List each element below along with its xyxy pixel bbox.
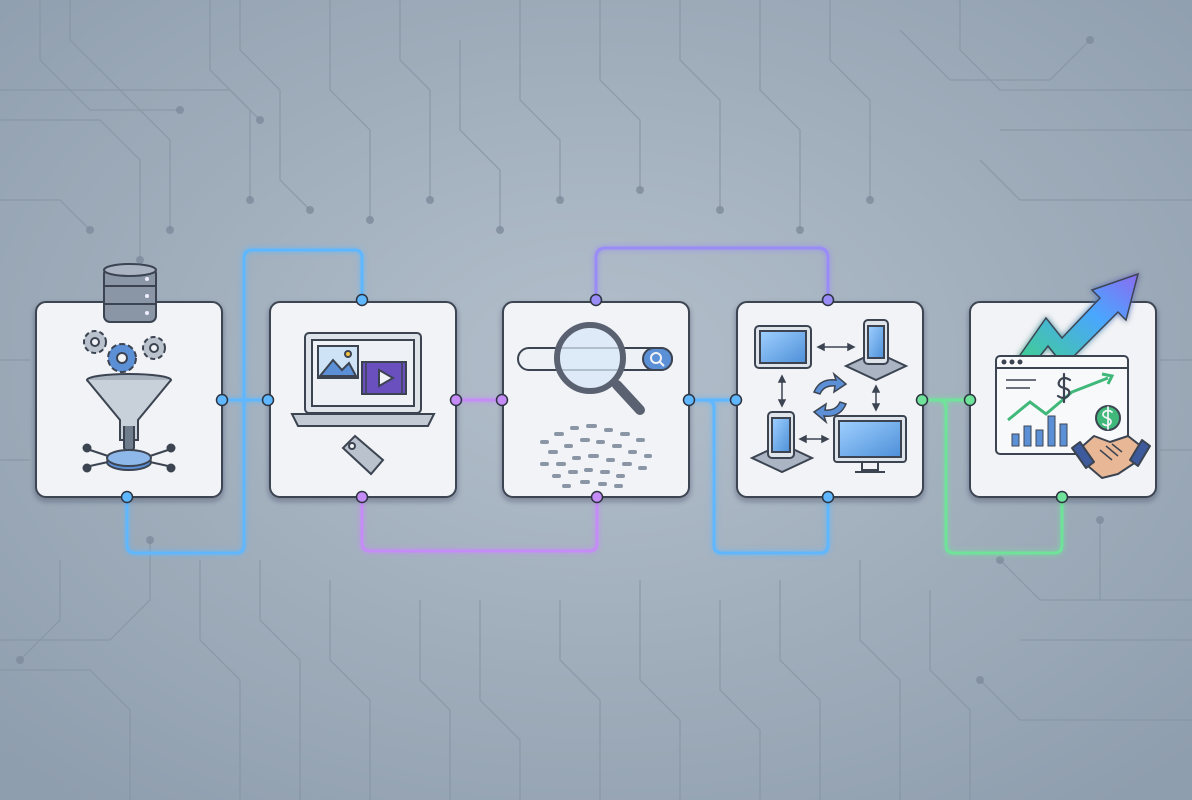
connector-node — [449, 393, 463, 407]
stage-card-business-growth — [969, 272, 1157, 498]
handshake-icon — [1071, 435, 1151, 479]
tag-icon — [341, 434, 385, 476]
image-icon — [317, 345, 359, 379]
connector-node — [355, 293, 369, 307]
connector-node — [915, 393, 929, 407]
link-4-5-loop — [937, 398, 1064, 555]
connector-node — [590, 490, 604, 504]
stage-card-cross-device-sync — [736, 301, 924, 498]
link-3-4-loop — [594, 246, 830, 300]
connector-node — [682, 393, 696, 407]
sync-arrows — [777, 342, 881, 444]
dashboard-icon — [995, 355, 1129, 455]
connector-node — [495, 393, 509, 407]
monitor-icon — [833, 415, 907, 473]
circuit-pads — [16, 36, 1104, 684]
connector-node — [120, 490, 134, 504]
database-icon — [103, 263, 157, 323]
dollar-coin-glyph — [1102, 406, 1113, 430]
connector-node — [355, 490, 369, 504]
data-cloud-icon — [540, 424, 652, 488]
magnifier-icon — [554, 322, 645, 415]
link-1-2-loop — [125, 248, 364, 555]
tablet-icon — [754, 325, 812, 369]
stage-card-data-ingestion — [35, 263, 223, 498]
video-icon — [361, 361, 407, 395]
link-4-loop — [705, 398, 830, 555]
connector-node — [1055, 490, 1069, 504]
connections — [125, 246, 1064, 555]
connector-nodes — [120, 293, 1069, 504]
phone-icon — [749, 411, 815, 474]
connector-node — [215, 393, 229, 407]
phone-icon — [843, 319, 909, 382]
funnel-icon — [86, 373, 172, 458]
growth-arrow-icon — [1016, 272, 1140, 368]
dollar-sign-glyph — [1056, 372, 1072, 404]
connector-node — [261, 393, 275, 407]
connector-node — [729, 393, 743, 407]
dollar-icon — [1056, 372, 1121, 431]
gears-icon — [83, 330, 166, 373]
connector-node — [821, 293, 835, 307]
connector-node — [963, 393, 977, 407]
connector-node — [589, 293, 603, 307]
node-hub-icon — [82, 443, 176, 473]
stage-card-search-indexing — [502, 301, 690, 498]
connector-node — [821, 490, 835, 504]
sync-icon — [812, 371, 848, 425]
link-2-3-loop — [360, 497, 599, 553]
stage-card-media-tagging — [269, 301, 457, 498]
